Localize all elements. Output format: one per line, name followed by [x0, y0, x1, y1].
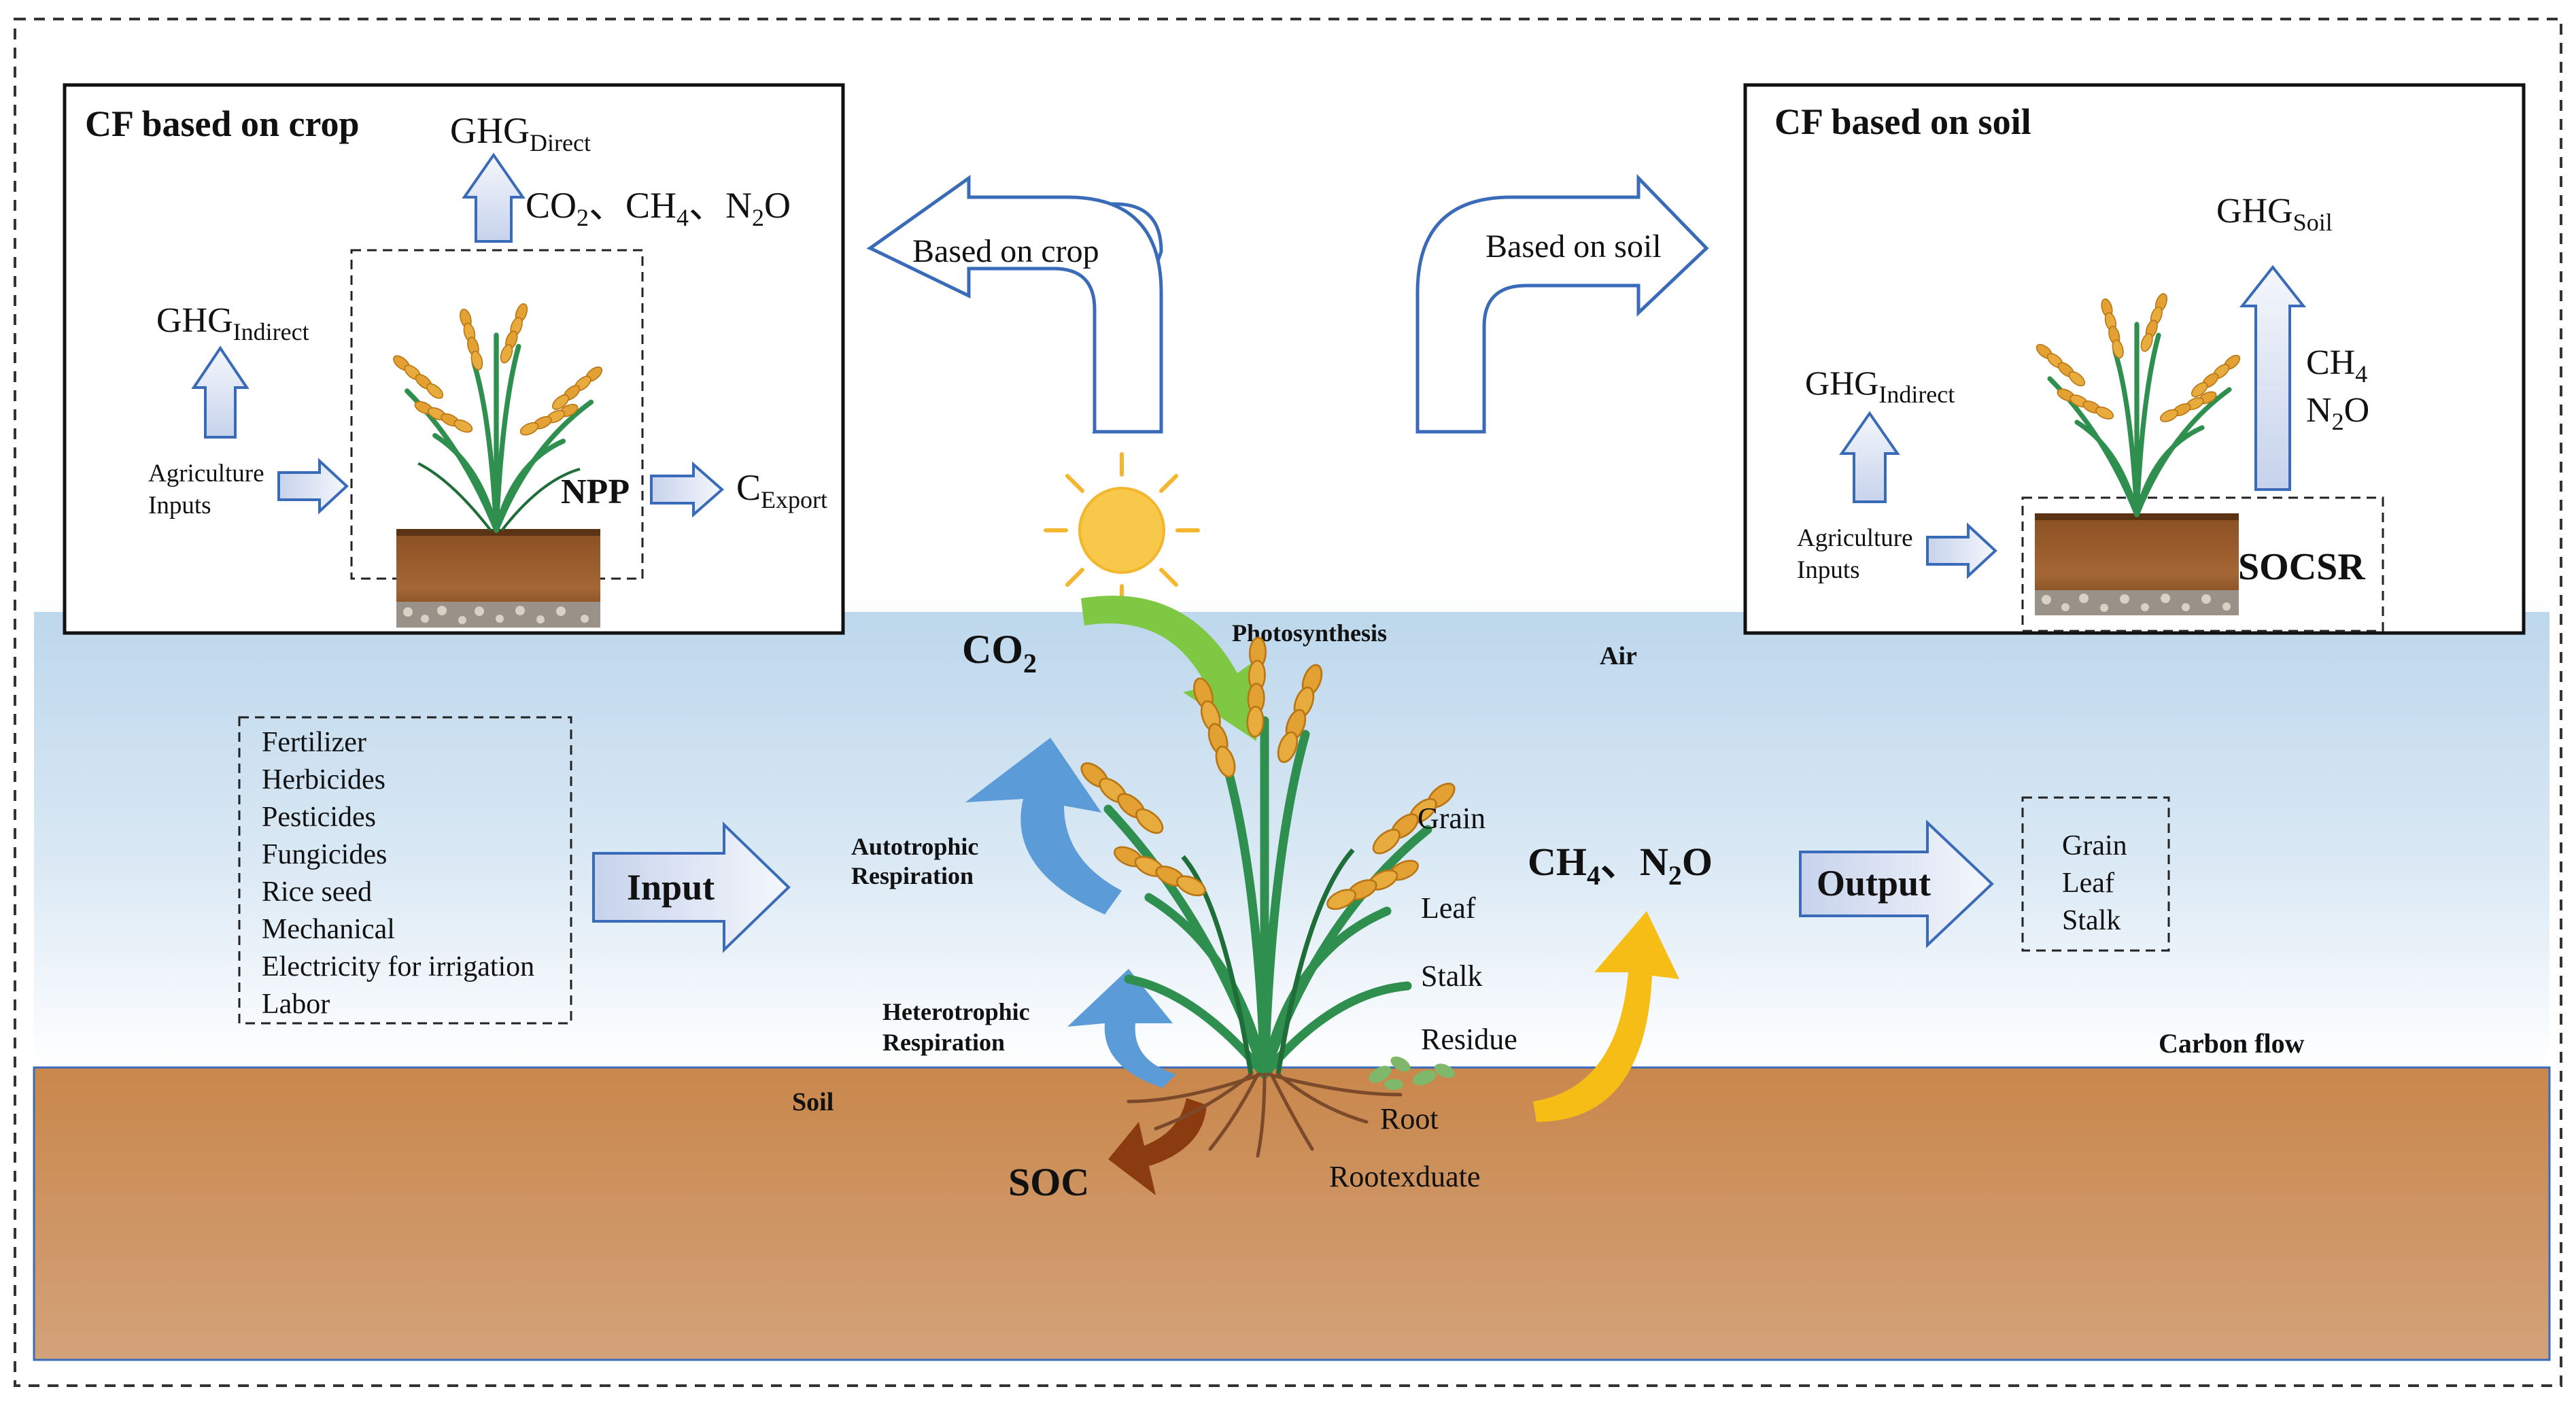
export-arrow — [650, 461, 725, 518]
soil-ghg-indirect-arrow — [1839, 411, 1900, 503]
ghg-soil-arrow — [2239, 264, 2307, 491]
plant-part-grain: Grain — [1418, 802, 1486, 835]
outer-frame — [14, 18, 2562, 1387]
based-on-crop-label: Based on crop — [912, 233, 1099, 269]
soil-agri-inputs-label-2: Inputs — [1797, 556, 1860, 584]
soil-ch4-label: CH4 — [2306, 343, 2367, 388]
outputs-list-box — [2021, 796, 2170, 952]
soc-arrow — [1108, 1098, 1207, 1195]
agri-inputs-label-2: Inputs — [148, 492, 211, 519]
outputs-list-item: Leaf — [2062, 868, 2114, 899]
soil-agri-inputs-arrow — [1926, 522, 1997, 579]
crop-box-rice-plant — [390, 301, 605, 533]
agri-inputs-label: Agriculture — [148, 460, 264, 488]
sun-icon — [1044, 452, 1200, 609]
air-co2-label: CO2 — [962, 627, 1037, 679]
soil-n2o-label: N2O — [2306, 391, 2369, 435]
plant-part-leaf: Leaf — [1421, 891, 1476, 925]
ghg-direct-label: GHGDirect — [450, 110, 591, 156]
output-arrow — [1799, 819, 1994, 948]
inputs-list-item: Mechanical — [262, 914, 395, 945]
photosynthesis-arrow — [1081, 596, 1261, 741]
direct-gases-label: CO2、CH4、N2O — [526, 185, 791, 231]
export-label: CExport — [736, 467, 827, 513]
crop-box-soil-block — [396, 529, 600, 628]
inputs-list-item: Labor — [262, 989, 330, 1020]
crop-box-title: CF based on crop — [85, 103, 360, 144]
inputs-list-item: Fungicides — [262, 839, 387, 870]
soil-ghg-indirect-label: GHGIndirect — [1805, 364, 1955, 408]
inputs-list-box — [238, 716, 572, 1025]
soil-box-soil-block — [2035, 513, 2239, 615]
agri-inputs-arrow — [277, 458, 349, 515]
soil-label: Soil — [792, 1088, 834, 1116]
inputs-list-item: Electricity for irrigation — [262, 951, 534, 982]
crop-system-boundary — [350, 249, 644, 580]
input-arrow-label: Input — [627, 867, 715, 908]
ghg-direct-arrow — [462, 152, 526, 243]
soil-box-title: CF based on soil — [1774, 101, 2031, 142]
emissions-label: CH4、N2O — [1528, 840, 1713, 891]
inputs-list-item: Fertilizer — [262, 727, 366, 758]
inputs-list: Fertilizer Herbicides Pesticides Fungici… — [262, 727, 534, 1020]
socsr-label: SOCSR — [2238, 546, 2365, 588]
ghg-indirect-arrow — [191, 345, 250, 439]
air-label: Air — [1600, 642, 1637, 670]
carbon-flow-label: Carbon flow — [2159, 1028, 2305, 1059]
based-on-soil-arrow — [1415, 173, 1709, 434]
plant-part-residue: Residue — [1421, 1023, 1517, 1056]
heterotrophic-label-2: Respiration — [882, 1029, 1005, 1056]
inputs-list-item: Rice seed — [262, 876, 372, 908]
ghg-indirect-label: GHGIndirect — [156, 301, 309, 345]
outputs-list-item: Stalk — [2062, 905, 2120, 936]
soil-agri-inputs-label: Agriculture — [1797, 524, 1913, 552]
based-on-soil-label: Based on soil — [1486, 228, 1662, 264]
socsr-boundary — [2021, 496, 2384, 632]
soil-box-rice-plant — [2033, 291, 2243, 517]
inputs-list-item: Pesticides — [262, 802, 376, 833]
outputs-list-item: Grain — [2062, 830, 2127, 861]
soc-label: SOC — [1008, 1160, 1089, 1204]
based-on-crop-arrow-body — [867, 175, 1163, 434]
input-arrow — [592, 821, 791, 953]
autotrophic-label-2: Respiration — [851, 862, 974, 889]
plant-part-rootexudate: Rootexduate — [1329, 1160, 1480, 1193]
npp-label: NPP — [561, 473, 630, 511]
inputs-list-item: Herbicides — [262, 764, 385, 796]
plant-part-root: Root — [1380, 1102, 1439, 1135]
autotrophic-label: Autotrophic — [851, 833, 978, 860]
emission-arrow — [1533, 911, 1679, 1122]
output-arrow-label: Output — [1817, 863, 1931, 904]
plant-part-stalk: Stalk — [1421, 959, 1482, 993]
autotrophic-respiration-arrow — [965, 738, 1122, 914]
ghg-soil-label: GHGSoil — [2216, 192, 2333, 236]
central-rice-plant — [1076, 636, 1460, 1158]
heterotrophic-label: Heterotrophic — [882, 998, 1030, 1025]
heterotrophic-respiration-arrow — [1067, 969, 1176, 1088]
residue-icon — [1369, 1056, 1455, 1090]
